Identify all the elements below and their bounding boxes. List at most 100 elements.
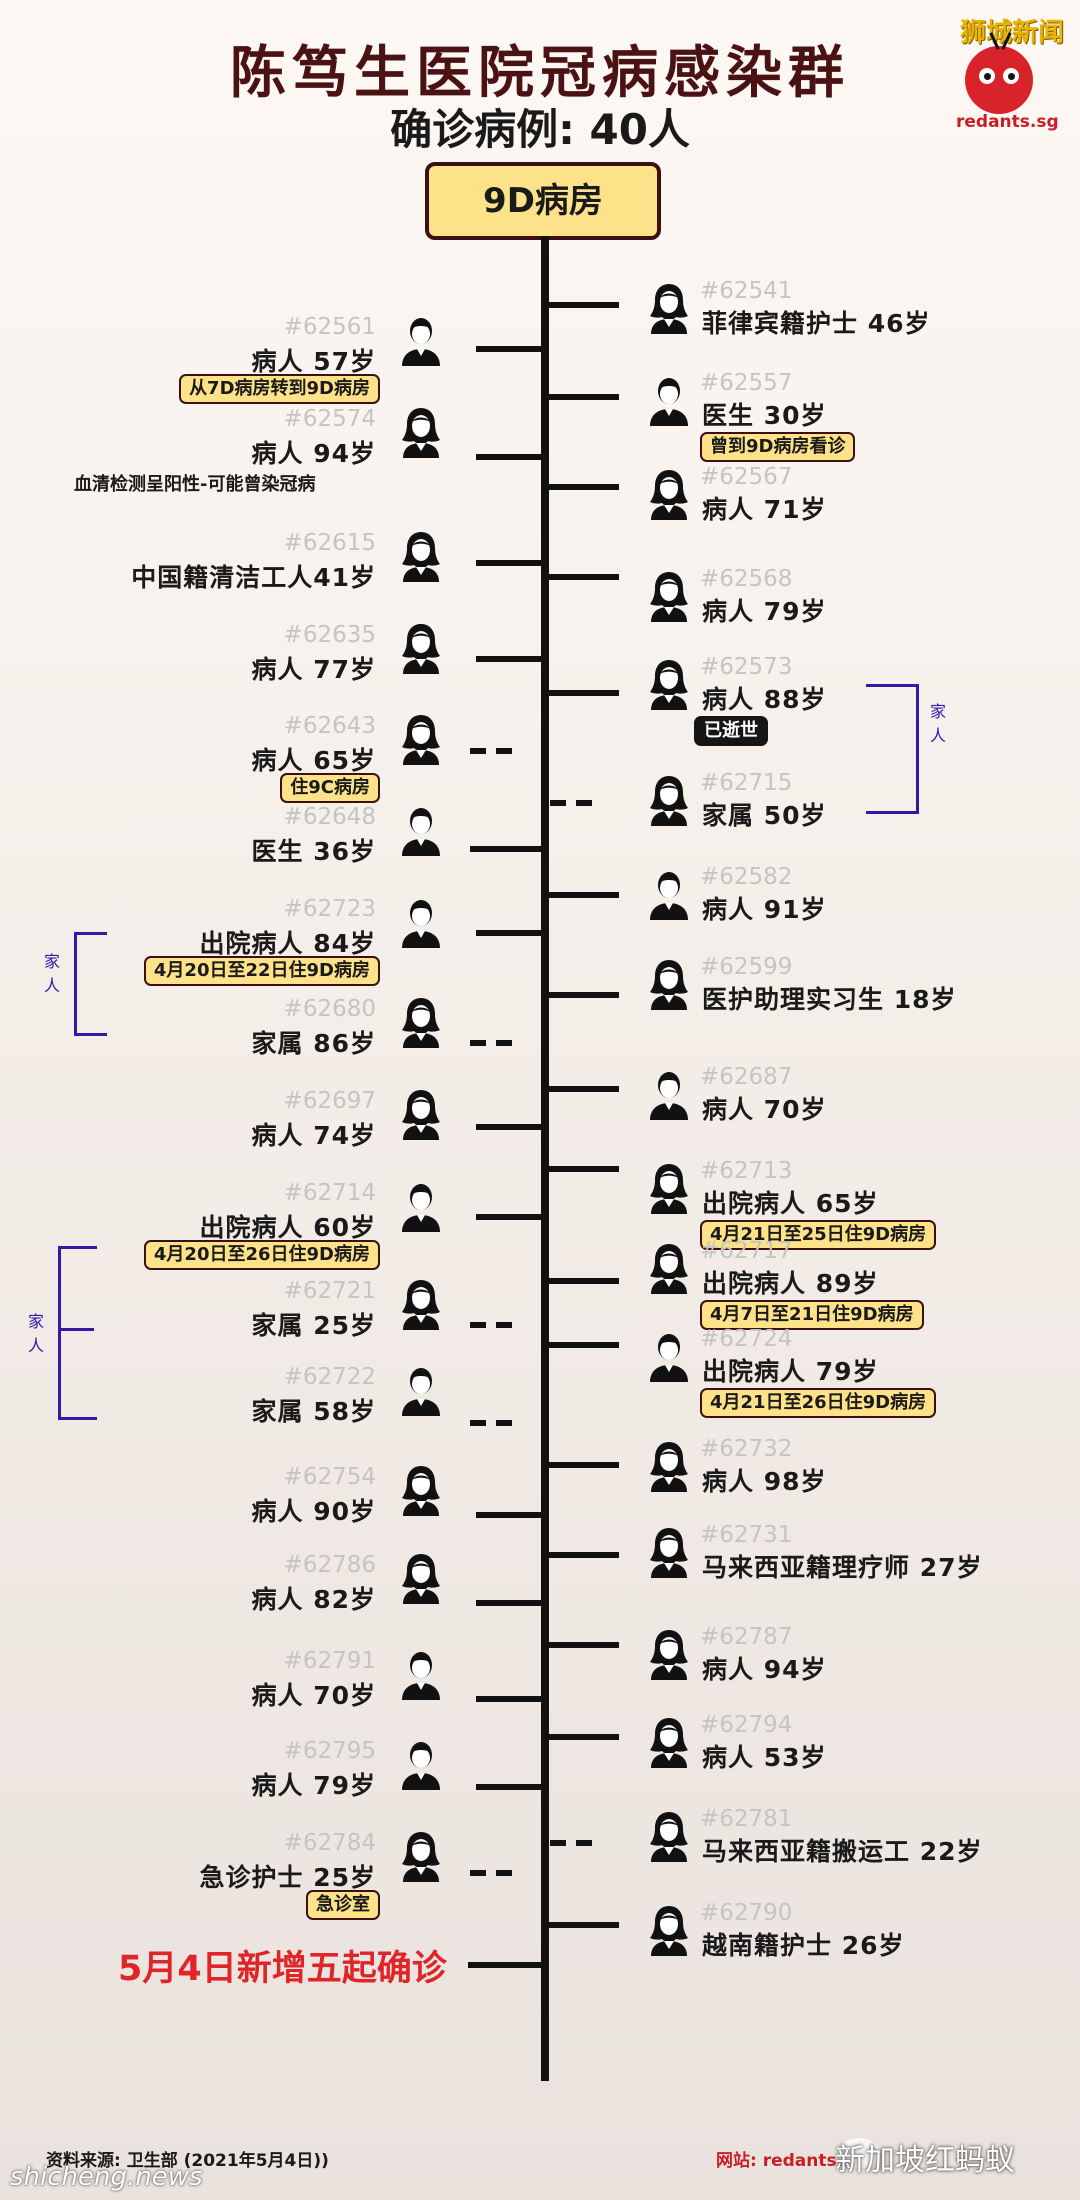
connector-tick (476, 1696, 542, 1702)
female-person-icon (400, 1088, 442, 1140)
case-id: #62568 (700, 566, 793, 592)
case-id: #62715 (700, 770, 793, 796)
chart-title: 陈笃生医院冠病感染群 (230, 41, 850, 106)
ward-badge: 4月21日至26日住9D病房 (700, 1388, 937, 1418)
female-person-icon (648, 1162, 690, 1214)
dashed-connector (550, 1840, 598, 1846)
case-info: 病人 70岁 (702, 1095, 827, 1124)
dashed-connector (470, 1870, 518, 1876)
case-id: #62557 (700, 370, 793, 396)
family-label: 家人 (929, 702, 946, 745)
connector-tick (476, 1512, 542, 1518)
case-info: 越南籍护士 26岁 (702, 1931, 905, 1960)
case-info: 医生 36岁 (251, 837, 376, 866)
connector-tick (545, 484, 619, 490)
wechat-account: 新加坡红蚂蚁 (835, 2143, 1015, 2178)
connector-tick (476, 1600, 542, 1606)
case-id: #62574 (283, 406, 376, 432)
ward-badge: 从7D病房转到9D病房 (179, 374, 380, 404)
male-person-icon (648, 374, 690, 426)
case-info: 菲律宾籍护士 46岁 (702, 309, 931, 338)
connector-tick (545, 1734, 619, 1740)
case-info: 医护助理实习生 18岁 (702, 985, 957, 1014)
case-info: 病人 79岁 (702, 597, 827, 626)
ward-badge: 曾到9D病房看诊 (700, 432, 856, 462)
female-person-icon (400, 1830, 442, 1882)
connector-tick (545, 892, 619, 898)
female-person-icon (400, 1552, 442, 1604)
case-info: 出院病人 84岁 (199, 929, 376, 958)
connector-tick (545, 1086, 619, 1092)
case-info: 病人 90岁 (251, 1497, 376, 1526)
male-person-icon (400, 1648, 442, 1700)
case-id: #62567 (700, 464, 793, 490)
connector-tick (476, 560, 542, 566)
case-info: 出院病人 79岁 (702, 1357, 879, 1386)
family-bracket-left-1 (74, 932, 107, 1036)
case-id: #62791 (283, 1648, 376, 1674)
female-person-icon (648, 1526, 690, 1578)
case-info: 病人 70岁 (251, 1681, 376, 1710)
case-info: 出院病人 65岁 (702, 1189, 879, 1218)
case-id: #62786 (283, 1552, 376, 1578)
family-bracket-right (866, 684, 919, 814)
case-id: #62723 (283, 896, 376, 922)
case-id: #62687 (700, 1064, 793, 1090)
case-id: #62573 (700, 654, 793, 680)
case-id: #62731 (700, 1522, 793, 1548)
case-info: 中国籍清洁工人41岁 (131, 563, 376, 592)
female-person-icon (648, 1242, 690, 1294)
male-person-icon (400, 1364, 442, 1416)
connector-tick (476, 1784, 542, 1790)
connector-tick (476, 346, 542, 352)
case-info: 马来西亚籍搬运工 22岁 (702, 1837, 983, 1866)
male-person-icon (648, 1330, 690, 1382)
case-info: 病人 79岁 (251, 1771, 376, 1800)
case-info: 病人 57岁 (251, 347, 376, 376)
case-id: #62582 (700, 864, 793, 890)
female-person-icon (400, 1464, 442, 1516)
connector-tick (545, 1166, 619, 1172)
case-id: #62615 (283, 530, 376, 556)
case-id: #62714 (283, 1180, 376, 1206)
connector-tick (545, 1462, 619, 1468)
confirmed-count: 确诊病例: 40人 (390, 105, 690, 154)
case-id: #62784 (283, 1830, 376, 1856)
case-id: #62648 (283, 804, 376, 830)
case-id: #62561 (283, 314, 376, 340)
connector-tick (476, 930, 542, 936)
dashed-connector (550, 800, 598, 806)
connector-tick (545, 1552, 619, 1558)
case-id: #62794 (700, 1712, 793, 1738)
case-id: #62724 (700, 1326, 793, 1352)
case-id: #62732 (700, 1436, 793, 1462)
case-info: 家属 86岁 (251, 1029, 376, 1058)
case-info: 病人 71岁 (702, 495, 827, 524)
dashed-connector (470, 1420, 518, 1426)
case-id: #62680 (283, 996, 376, 1022)
female-person-icon (400, 713, 442, 765)
case-info: 病人 53岁 (702, 1743, 827, 1772)
connector-tick (545, 1642, 619, 1648)
connector-tick (470, 846, 542, 852)
case-id: #62721 (283, 1278, 376, 1304)
case-id: #62722 (283, 1364, 376, 1390)
watermark: shicheng.news (10, 2162, 203, 2192)
ward-badge: 4月20日至22日住9D病房 (143, 956, 380, 986)
timeline-line (541, 236, 549, 2081)
female-person-icon (648, 468, 690, 520)
female-person-icon (648, 282, 690, 334)
case-info: 病人 65岁 (251, 746, 376, 775)
ward-badge: 4月7日至21日住9D病房 (700, 1300, 924, 1330)
female-person-icon (648, 958, 690, 1010)
female-person-icon (648, 1440, 690, 1492)
deceased-badge: 已逝世 (694, 716, 768, 746)
brand-logo-text: 狮城新闻 (960, 18, 1065, 48)
female-person-icon (648, 658, 690, 710)
new-cases-note: 5月4日新增五起确诊 (118, 1949, 447, 1989)
family-label: 家人 (43, 952, 60, 995)
case-id: #62643 (283, 713, 376, 739)
case-id: #62795 (283, 1738, 376, 1764)
female-person-icon (400, 622, 442, 674)
male-person-icon (400, 804, 442, 856)
